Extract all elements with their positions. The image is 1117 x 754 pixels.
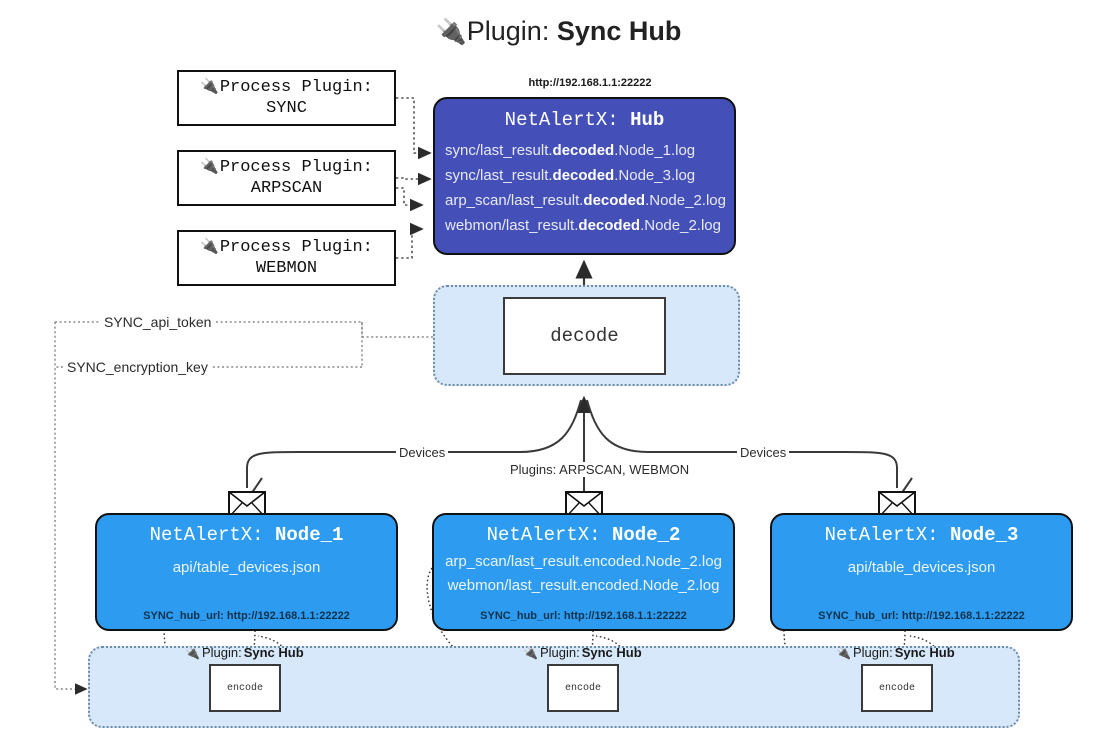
process-plugin-arpscan[interactable]: 🔌 Process Plugin: ARPSCAN: [177, 150, 396, 206]
log-pre: webmon/last_result.: [445, 216, 579, 234]
node-title: NetAlertX: Node_1: [97, 524, 396, 546]
node-hub-url: SYNC_hub_url: http://192.168.1.1:22222: [143, 610, 350, 622]
log-mid: decoded: [583, 191, 646, 209]
node-title-prefix: NetAlertX:: [824, 524, 939, 546]
process-plugin-label: Process Plugin:: [219, 157, 373, 177]
plug-icon: 🔌: [836, 645, 851, 660]
log-post: .Node_2.log: [645, 191, 726, 209]
encode-caption-value: Sync Hub: [243, 645, 304, 660]
node-log-line: arp_scan/last_result.encoded.Node_2.log: [445, 553, 722, 570]
process-plugin-value: ARPSCAN: [250, 179, 323, 198]
node-title: NetAlertX: Node_2: [434, 524, 733, 546]
hub-log-4: webmon/last_result.decoded.Node_2.log: [435, 214, 734, 239]
envelope-icon: [565, 491, 603, 518]
node-log-line: webmon/last_result.encoded.Node_2.log: [447, 577, 720, 594]
node-hub-url: SYNC_hub_url: http://192.168.1.1:22222: [480, 610, 687, 622]
node-title-prefix: NetAlertX:: [149, 524, 264, 546]
hub-url-label: http://192.168.1.1:22222: [528, 77, 652, 89]
edge-label-plugins-center: Plugins: ARPSCAN, WEBMON: [507, 462, 693, 477]
node-2[interactable]: NetAlertX: Node_2 arp_scan/last_result.e…: [432, 513, 735, 631]
page-title: 🔌Plugin: Sync Hub: [0, 16, 1117, 47]
node-title-value: Node_2: [612, 524, 681, 546]
encode-box-1[interactable]: encode: [209, 664, 281, 712]
encode-caption-label: Plugin:: [852, 645, 893, 660]
log-mid: decoded: [552, 166, 615, 184]
node-hub-url: SYNC_hub_url: http://192.168.1.1:22222: [818, 610, 1025, 622]
encode-caption-value: Sync Hub: [894, 645, 955, 660]
node-1[interactable]: NetAlertX: Node_1 api/table_devices.json…: [95, 513, 398, 631]
node-lines: api/table_devices.json: [772, 556, 1071, 580]
hub-log-1: sync/last_result.decoded.Node_1.log: [435, 139, 734, 164]
envelope-icon: [878, 491, 916, 518]
envelope-icon: [228, 491, 266, 518]
plug-icon: 🔌: [200, 238, 219, 255]
log-mid: decoded: [578, 216, 641, 234]
node-3[interactable]: NetAlertX: Node_3 api/table_devices.json…: [770, 513, 1073, 631]
sync-encryption-key-label: SYNC_encryption_key: [64, 359, 211, 375]
log-post: .Node_3.log: [614, 166, 696, 184]
encode-caption-2: 🔌 Plugin: Sync Hub: [523, 645, 642, 660]
edge-label-devices-left: Devices: [396, 445, 449, 460]
log-pre: arp_scan/last_result.: [445, 191, 584, 209]
sync-api-token-label: SYNC_api_token: [101, 314, 215, 330]
plug-icon: 🔌: [185, 645, 200, 660]
log-pre: sync/last_result.: [445, 142, 553, 159]
log-post: .Node_1.log: [614, 142, 696, 159]
encode-caption-label: Plugin:: [539, 645, 580, 660]
node-title-value: Node_1: [275, 524, 344, 546]
plug-icon: 🔌: [435, 18, 467, 46]
plug-icon: 🔌: [200, 78, 219, 95]
node-title-value: Node_3: [950, 524, 1019, 546]
encode-caption-value: Sync Hub: [581, 645, 642, 660]
hub-title: NetAlertX: Hub: [435, 109, 734, 131]
process-plugin-value: WEBMON: [255, 259, 318, 278]
process-plugin-value: SYNC: [266, 99, 307, 118]
process-plugin-label: Process Plugin:: [219, 77, 373, 97]
node-lines: arp_scan/last_result.encoded.Node_2.log …: [434, 550, 733, 598]
encode-box-3[interactable]: encode: [861, 664, 933, 712]
process-plugin-sync[interactable]: 🔌 Process Plugin: SYNC: [177, 70, 396, 126]
log-pre: sync/last_result.: [445, 166, 553, 184]
encode-caption-1: 🔌 Plugin: Sync Hub: [185, 645, 304, 660]
hub-node[interactable]: NetAlertX: Hub sync/last_result.decoded.…: [433, 97, 736, 255]
encode-box-2[interactable]: encode: [547, 664, 619, 712]
encode-caption-label: Plugin:: [201, 645, 242, 660]
node-log-line: api/table_devices.json: [847, 559, 996, 576]
node-log-line: api/table_devices.json: [172, 559, 321, 576]
page-title-label: Plugin:: [466, 16, 550, 46]
hub-title-value: Hub: [630, 109, 665, 131]
plug-icon: 🔌: [200, 158, 219, 175]
page-title-value: Sync Hub: [556, 16, 682, 46]
log-post: .Node_2.log: [640, 216, 721, 234]
node-lines: api/table_devices.json: [97, 556, 396, 580]
process-plugin-label: Process Plugin:: [219, 237, 373, 257]
hub-log-2: sync/last_result.decoded.Node_3.log: [435, 164, 734, 189]
plug-icon: 🔌: [523, 645, 538, 660]
edge-label-devices-right: Devices: [737, 445, 790, 460]
node-title: NetAlertX: Node_3: [772, 524, 1071, 546]
process-plugin-webmon[interactable]: 🔌 Process Plugin: WEBMON: [177, 230, 396, 286]
hub-title-prefix: NetAlertX:: [504, 109, 619, 131]
decode-box[interactable]: decode: [503, 297, 666, 375]
log-mid: decoded: [552, 142, 615, 159]
encode-caption-3: 🔌 Plugin: Sync Hub: [836, 645, 955, 660]
hub-log-3: arp_scan/last_result.decoded.Node_2.log: [435, 189, 734, 214]
node-title-prefix: NetAlertX:: [486, 524, 601, 546]
